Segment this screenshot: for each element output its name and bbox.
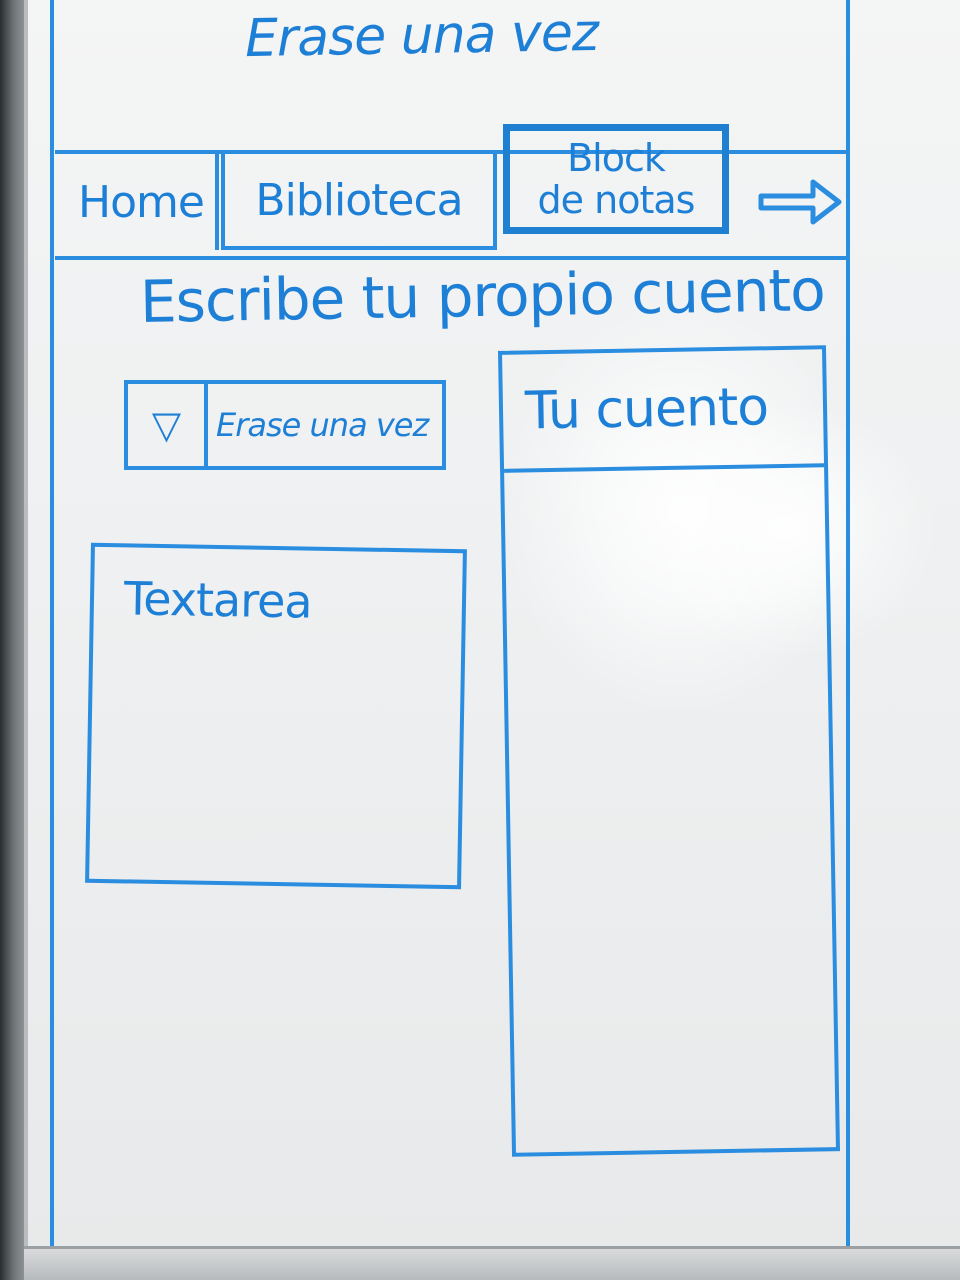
nav-item-label-line2: de notas — [537, 178, 696, 222]
nav-item-home[interactable]: Home — [67, 154, 219, 250]
nav-item-block-de-notas[interactable]: Block de notas — [503, 124, 729, 234]
nav-item-label-line1: Block — [567, 136, 666, 180]
textarea-label: Textarea — [123, 571, 313, 629]
arrow-right-icon[interactable] — [755, 154, 845, 250]
nav-item-biblioteca[interactable]: Biblioteca — [221, 154, 497, 250]
nav-bar: Home Biblioteca Block de notas — [55, 124, 850, 260]
page-heading: Escribe tu propio cuento — [139, 256, 826, 336]
select-value: Erase una vez — [216, 406, 429, 444]
board-rail — [24, 1246, 960, 1280]
story-textarea[interactable]: Textarea — [85, 542, 467, 890]
story-panel: Tu cuento — [497, 345, 841, 1157]
story-start-select[interactable]: ▽ Erase una vez — [124, 380, 446, 470]
story-panel-title: Tu cuento — [502, 349, 825, 473]
site-title: Erase una vez — [244, 2, 599, 70]
chevron-down-icon[interactable]: ▽ — [128, 384, 208, 466]
